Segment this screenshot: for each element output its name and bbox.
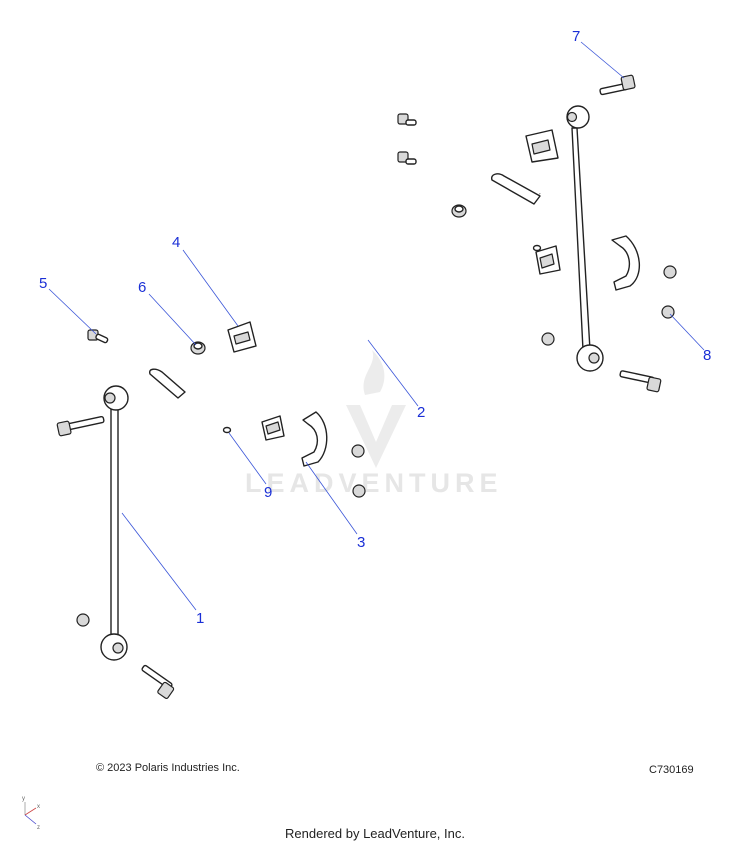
watermark-text: LEADVENTURE (245, 468, 503, 498)
callout-4[interactable]: 4 (172, 234, 180, 251)
stabilizer-link-right[interactable] (566, 105, 604, 372)
callout-2[interactable]: 2 (417, 404, 425, 421)
clamp-3[interactable] (301, 411, 328, 467)
bushing-upper-right[interactable] (525, 129, 559, 163)
bolt-left-upper[interactable] (56, 415, 105, 437)
bushing-4[interactable] (227, 321, 257, 353)
callout-8[interactable]: 8 (703, 347, 711, 364)
nut-center-1[interactable] (351, 444, 365, 458)
leader-lines (48, 41, 705, 611)
rendered-by-text: Rendered by LeadVenture, Inc. (285, 826, 465, 841)
callout-9[interactable]: 9 (264, 484, 272, 501)
axis-y-label: y (22, 796, 25, 802)
copyright-text: © 2023 Polaris Industries Inc. (96, 762, 240, 774)
bolt-clamp-upper-1[interactable] (397, 113, 417, 126)
bolt-5[interactable] (87, 329, 109, 344)
bolt-right-upper[interactable] (599, 74, 636, 96)
nut-upper-center[interactable] (451, 204, 467, 218)
clip-right[interactable] (532, 244, 542, 252)
axis-z-label: z (37, 825, 40, 831)
bushing-right-center[interactable] (535, 245, 561, 275)
stabilizer-link-left[interactable] (100, 385, 129, 661)
watermark-logo-icon (346, 350, 406, 468)
callout-3[interactable]: 3 (357, 534, 365, 551)
diagram-code: C730169 (649, 764, 694, 776)
nut-center-2[interactable] (352, 484, 366, 498)
nut-right-1[interactable] (541, 332, 555, 346)
axis-x-label: x (37, 804, 40, 810)
axis-triad: y x z (22, 796, 40, 831)
bolt-left-lower[interactable] (141, 664, 175, 699)
nut-left-lower[interactable] (76, 613, 90, 627)
bushing-lower-center[interactable] (261, 415, 285, 441)
callouts: 1 2 3 4 5 6 7 8 9 (39, 28, 711, 627)
callout-5[interactable]: 5 (39, 275, 47, 292)
watermark: LEADVENTURE (245, 350, 503, 498)
callout-7[interactable]: 7 (572, 28, 580, 45)
clamp-right[interactable] (611, 235, 641, 291)
nut-right-2[interactable] (663, 265, 677, 279)
nut-6[interactable] (190, 341, 206, 355)
bolt-clamp-upper-2[interactable] (397, 151, 417, 165)
stabilizer-bar[interactable] (149, 173, 560, 412)
clip-9[interactable] (222, 426, 232, 434)
callout-6[interactable]: 6 (138, 279, 146, 296)
callout-1[interactable]: 1 (196, 610, 204, 627)
bolt-right-lower[interactable] (619, 370, 662, 393)
